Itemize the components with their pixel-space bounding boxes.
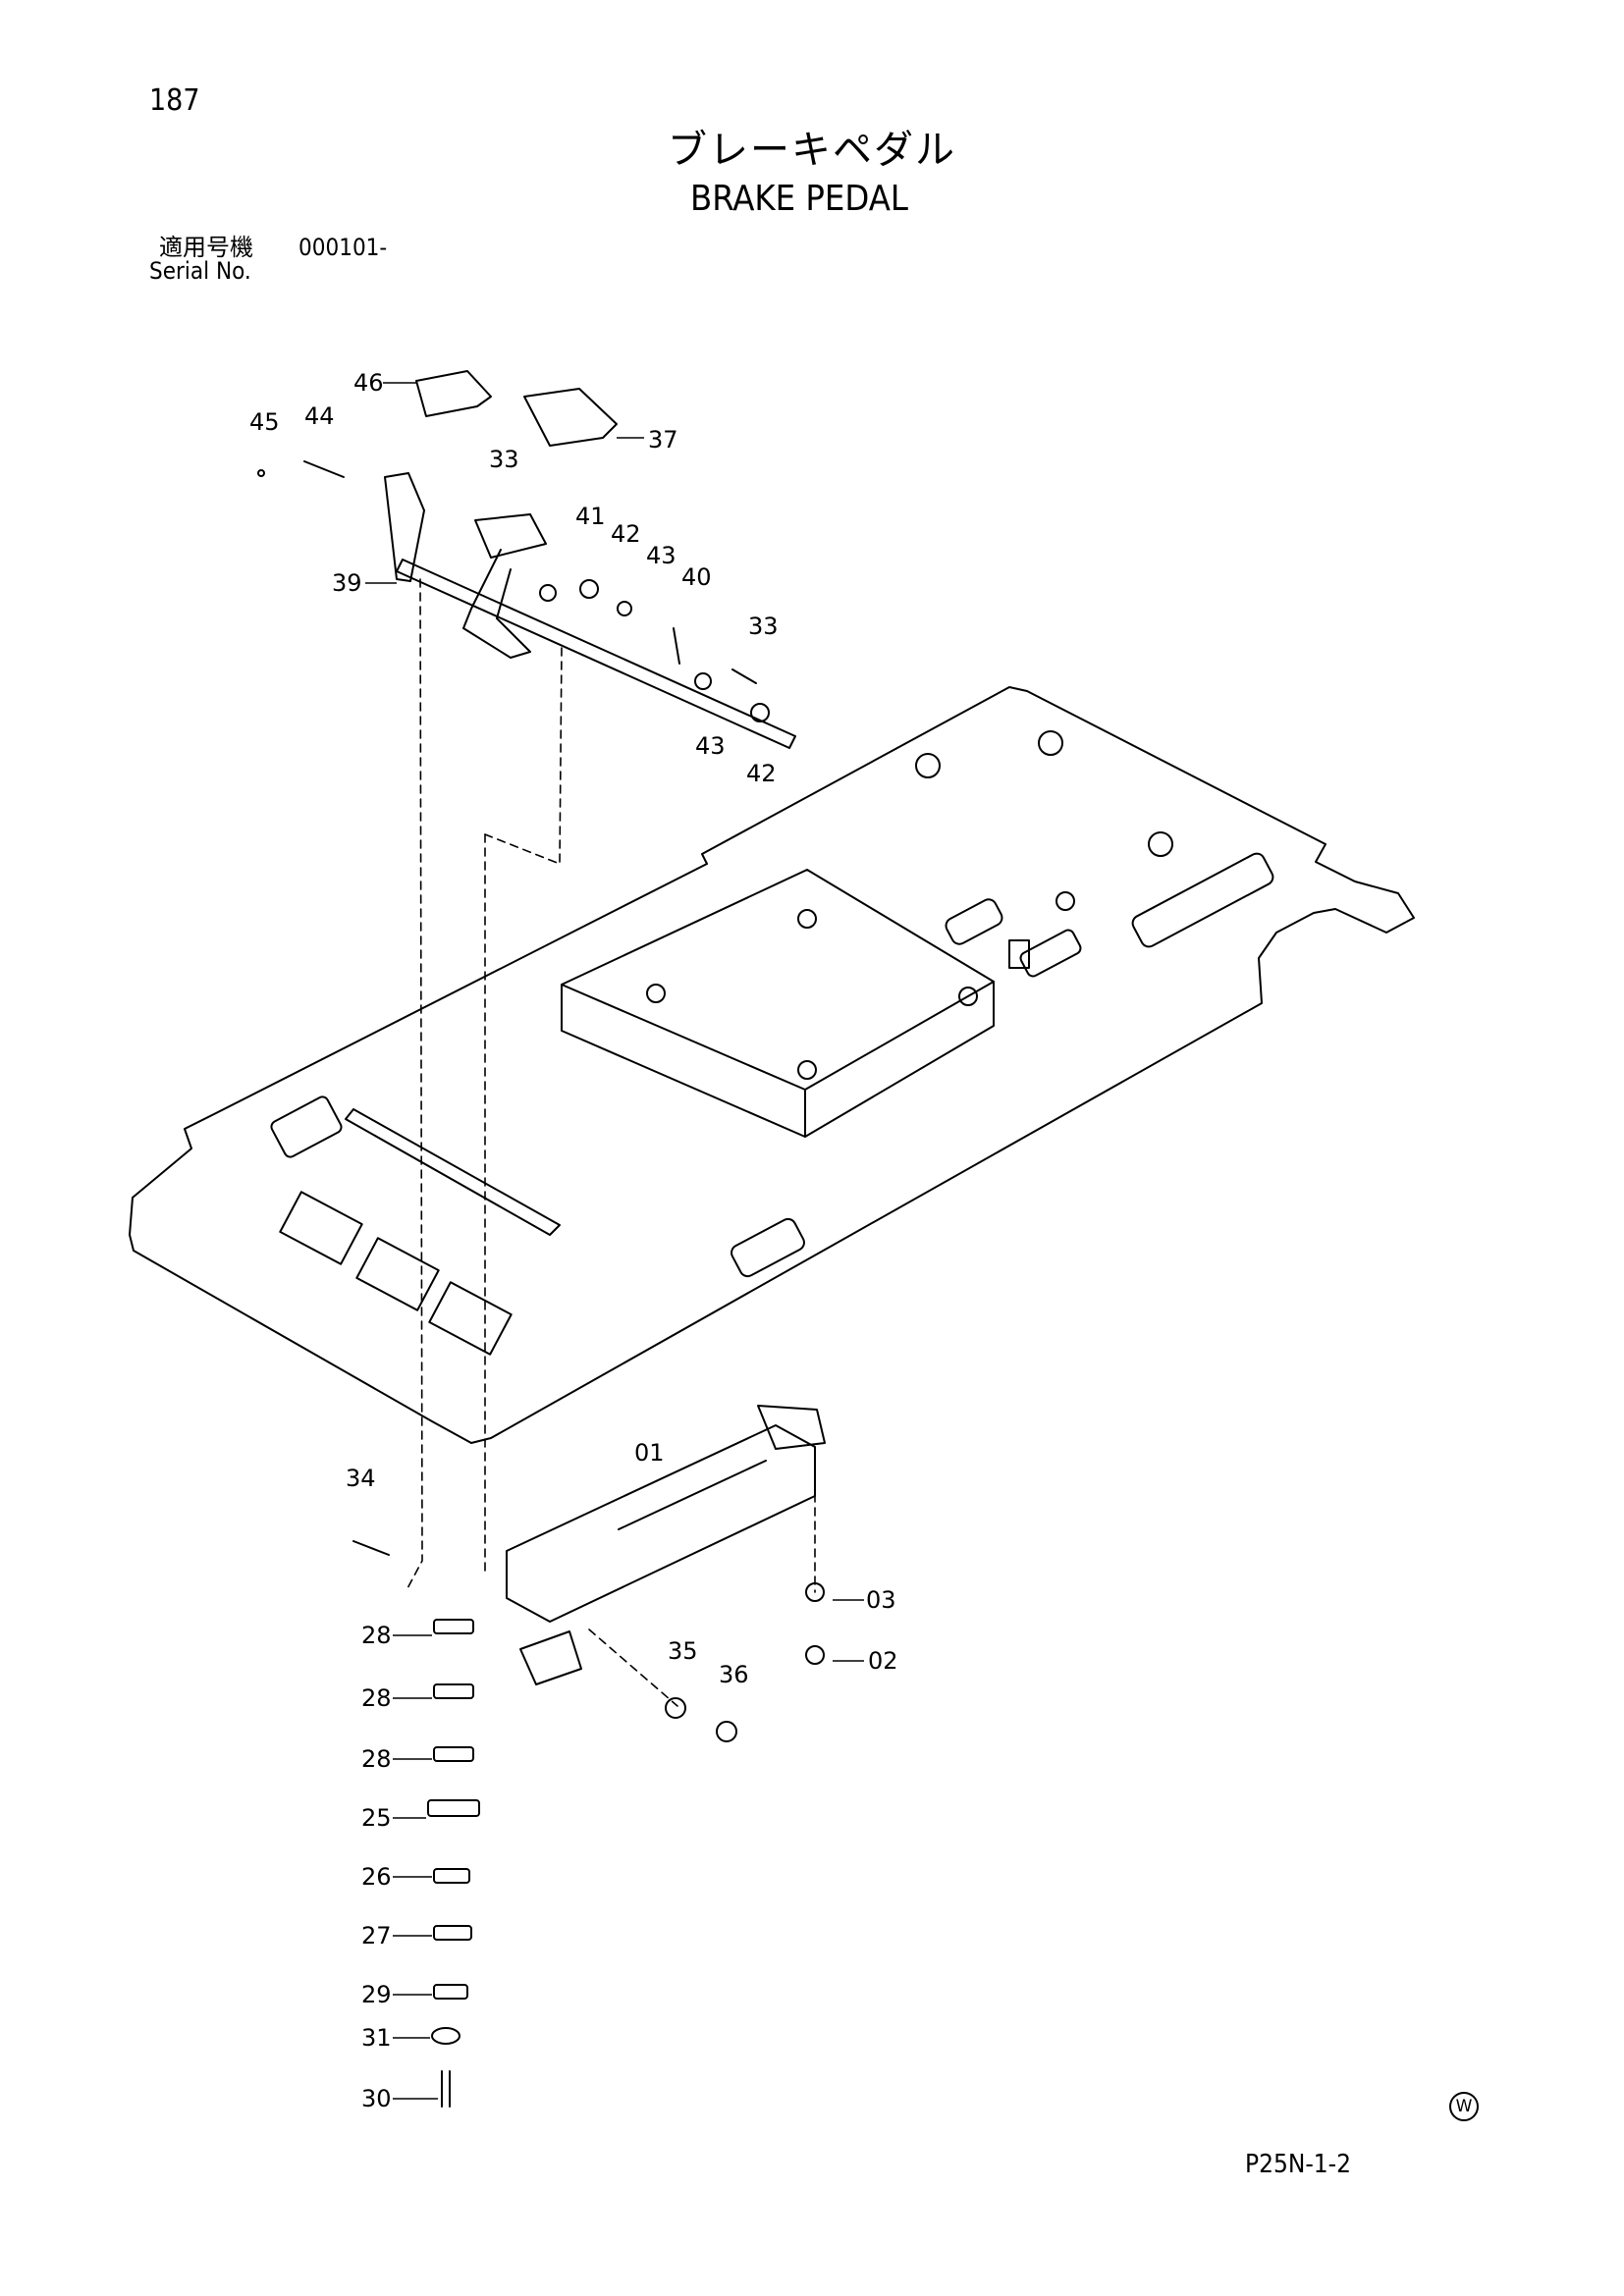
part-label: 29	[361, 1981, 392, 2008]
plate-cutout	[1131, 852, 1274, 948]
plate-hole	[1038, 730, 1063, 756]
part-label: 43	[695, 732, 726, 760]
part-label: 33	[748, 613, 779, 640]
pedal-arm	[384, 472, 425, 582]
bolt-34	[352, 1540, 390, 1556]
part-label: 28	[361, 1684, 392, 1712]
plate-cutout	[270, 1095, 343, 1158]
part-label: 33	[489, 446, 519, 473]
part-label: 41	[575, 503, 606, 530]
part-label: 44	[304, 402, 335, 430]
part-label: 46	[353, 369, 384, 397]
pivot-shaft	[396, 559, 796, 749]
pin	[303, 460, 345, 478]
brake-valve-bracket	[757, 1405, 826, 1450]
shim-stack	[427, 1619, 480, 2108]
page-number: 187	[149, 83, 200, 118]
drawing-code: P25N-1-2	[1245, 2150, 1351, 2179]
circled-w-mark: W	[1449, 2092, 1479, 2121]
brake-pedal-pad	[523, 388, 618, 447]
plate-hole	[1148, 831, 1173, 857]
part-label: 40	[681, 563, 712, 591]
brake-valve-bracket	[519, 1630, 582, 1685]
part-label: 30	[361, 2085, 392, 2112]
part-label: 42	[746, 760, 777, 787]
part-label: 45	[249, 408, 280, 436]
part-label: 03	[866, 1586, 896, 1614]
title-english: BRAKE PEDAL	[690, 179, 908, 219]
part-label: 36	[719, 1661, 749, 1688]
plate-hole	[1056, 891, 1075, 911]
part-label: 39	[332, 569, 362, 597]
control-box-connector	[1008, 939, 1030, 969]
floor-plate	[129, 686, 1415, 1444]
plate-cutout	[731, 1217, 805, 1278]
title-japanese: ブレーキペダル	[668, 128, 956, 173]
pedal-arm	[474, 513, 547, 559]
pedal-arm	[462, 549, 531, 659]
part-label: 27	[361, 1922, 392, 1949]
control-box-edge	[561, 981, 995, 1138]
part-label: 43	[646, 542, 677, 569]
plate-cutout	[279, 1191, 363, 1265]
plate-cutout	[428, 1281, 513, 1356]
part-label: 25	[361, 1804, 392, 1832]
part-label: 02	[868, 1647, 898, 1675]
spring	[673, 627, 680, 665]
bolt	[731, 668, 757, 684]
brake-valve-slot	[618, 1460, 767, 1530]
part-label: 28	[361, 1745, 392, 1773]
part-label: 37	[648, 426, 678, 454]
part-label: 26	[361, 1863, 392, 1891]
plate-cutout	[355, 1237, 440, 1311]
part-label: 34	[346, 1465, 376, 1492]
serial-label-english: Serial No.	[149, 257, 251, 285]
part-label: 31	[361, 2024, 392, 2052]
serial-label-japanese: 適用号機	[159, 234, 253, 261]
part-label: 28	[361, 1622, 392, 1649]
brake-pedal-pad	[415, 370, 492, 417]
plate-strip	[345, 1108, 561, 1236]
part-label: 01	[634, 1439, 665, 1467]
serial-value: 000101-	[298, 234, 388, 261]
control-box	[561, 869, 995, 1138]
part-label: 35	[668, 1637, 698, 1665]
part-label: 42	[611, 520, 641, 548]
part-labels: 46 37 45 44 33 41 42 43 40 39 33 43 42 0…	[249, 369, 898, 2112]
plate-hole	[915, 753, 941, 778]
plate-cutout	[945, 898, 1003, 945]
